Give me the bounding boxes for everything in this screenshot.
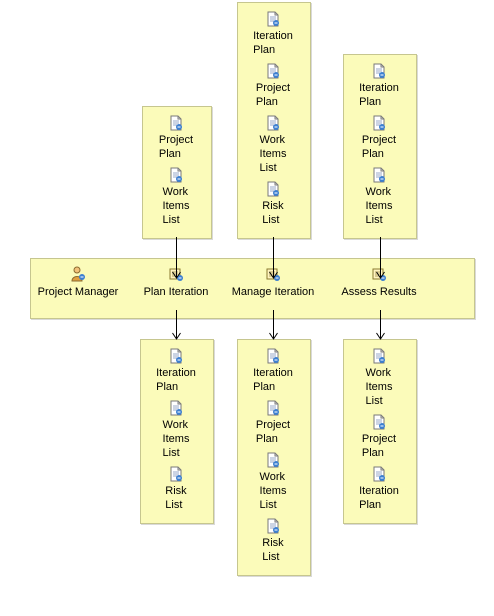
artifact-label: Risk List <box>165 485 187 511</box>
artifact-item[interactable]: Iteration Plan <box>248 11 298 57</box>
role-label: Project Manager <box>37 286 119 298</box>
output-panel-plan-iteration <box>140 339 214 524</box>
artifact-label: Iteration Plan <box>359 82 399 108</box>
artifact-label: Iteration Plan <box>156 367 196 393</box>
artifact-label: Iteration Plan <box>253 30 293 56</box>
task-assess-results[interactable]: Assess Results <box>334 266 424 299</box>
task-plan-iteration[interactable]: Plan Iteration <box>134 266 218 299</box>
artifact-label: Iteration Plan <box>359 485 399 511</box>
artifact-document-icon <box>168 115 184 131</box>
artifact-item[interactable]: Iteration Plan <box>248 348 298 394</box>
artifact-label: Risk List <box>262 200 284 226</box>
artifact-document-icon <box>265 400 281 416</box>
artifact-item[interactable]: Project Plan <box>354 115 404 161</box>
artifact-item[interactable]: Project Plan <box>248 400 298 446</box>
artifact-document-icon <box>371 348 387 364</box>
artifact-document-icon <box>265 115 281 131</box>
artifact-item[interactable]: Project Plan <box>248 63 298 109</box>
role-project-manager[interactable]: Project Manager <box>36 266 120 299</box>
artifact-document-icon <box>265 452 281 468</box>
artifact-label: Work Items List <box>162 419 190 459</box>
artifact-item[interactable]: Project Plan <box>154 115 198 161</box>
task-label: Manage Iteration <box>231 286 315 298</box>
artifact-item[interactable]: Iteration Plan <box>354 466 404 512</box>
artifact-label: Project Plan <box>255 419 291 445</box>
artifact-item[interactable]: Iteration Plan <box>354 63 404 109</box>
artifact-document-icon <box>265 518 281 534</box>
role-person-icon <box>70 266 86 282</box>
artifact-document-icon <box>168 167 184 183</box>
artifact-label: Risk List <box>262 537 284 563</box>
artifact-item[interactable]: Work Items List <box>354 348 404 408</box>
artifact-document-icon <box>371 63 387 79</box>
artifact-label: Work Items List <box>365 186 393 226</box>
artifact-label: Work Items List <box>162 186 190 226</box>
output-panel-assess-results <box>343 339 417 524</box>
task-label: Plan Iteration <box>143 286 209 298</box>
artifact-document-icon <box>168 400 184 416</box>
task-icon <box>371 266 387 282</box>
task-manage-iteration[interactable]: Manage Iteration <box>226 266 320 299</box>
task-icon <box>265 266 281 282</box>
artifact-document-icon <box>371 115 387 131</box>
artifact-document-icon <box>265 63 281 79</box>
artifact-document-icon <box>265 11 281 27</box>
artifact-label: Project Plan <box>158 134 194 160</box>
artifact-item[interactable]: Work Items List <box>154 167 198 227</box>
artifact-document-icon <box>371 414 387 430</box>
artifact-label: Work Items List <box>365 367 393 407</box>
artifact-document-icon <box>168 348 184 364</box>
task-label: Assess Results <box>341 286 417 298</box>
artifact-item[interactable]: Work Items List <box>151 400 201 460</box>
artifact-label: Project Plan <box>361 433 397 459</box>
artifact-item[interactable]: Risk List <box>248 518 298 564</box>
role-swimlane <box>30 258 475 319</box>
artifact-document-icon <box>265 348 281 364</box>
artifact-label: Iteration Plan <box>253 367 293 393</box>
artifact-item[interactable]: Work Items List <box>248 452 298 512</box>
artifact-document-icon <box>371 466 387 482</box>
artifact-document-icon <box>168 466 184 482</box>
artifact-document-icon <box>371 167 387 183</box>
artifact-item[interactable]: Work Items List <box>354 167 404 227</box>
task-icon <box>168 266 184 282</box>
artifact-item[interactable]: Work Items List <box>248 115 298 175</box>
artifact-item[interactable]: Iteration Plan <box>151 348 201 394</box>
artifact-item[interactable]: Risk List <box>248 181 298 227</box>
artifact-item[interactable]: Risk List <box>151 466 201 512</box>
artifact-label: Project Plan <box>255 82 291 108</box>
artifact-label: Project Plan <box>361 134 397 160</box>
artifact-item[interactable]: Project Plan <box>354 414 404 460</box>
artifact-document-icon <box>265 181 281 197</box>
artifact-label: Work Items List <box>259 134 287 174</box>
artifact-label: Work Items List <box>259 471 287 511</box>
